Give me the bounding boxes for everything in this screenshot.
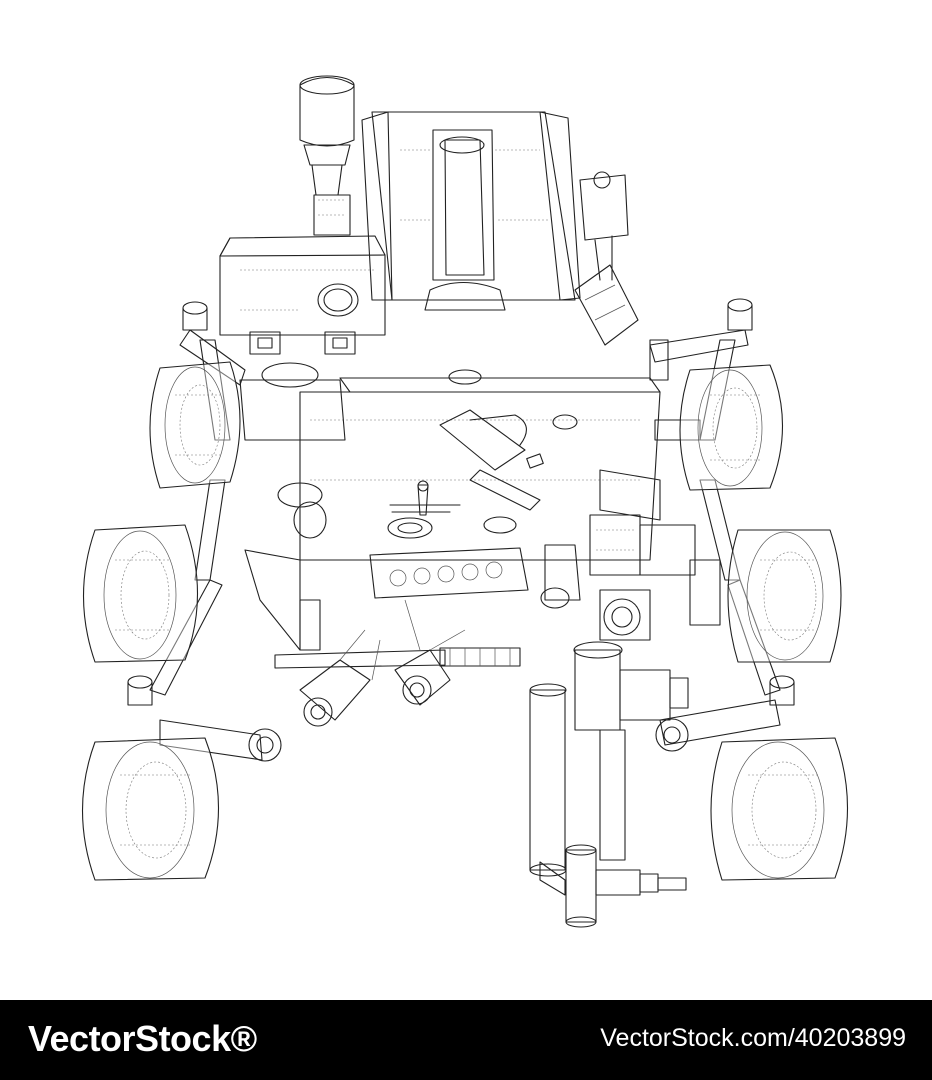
chassis-deck	[299, 369, 661, 561]
right-suspension	[649, 298, 795, 752]
wheel-front-left	[149, 361, 241, 489]
wheel-middle-right	[727, 529, 842, 663]
front-electronics-box	[219, 235, 386, 355]
left-suspension	[127, 301, 346, 762]
wheel-rear-right	[710, 737, 848, 881]
sample-tools	[274, 599, 521, 727]
wheel-middle-left	[82, 524, 199, 663]
watermark-footer: VectorStock® VectorStock.com/40203899	[0, 1000, 932, 1080]
brand-logo: VectorStock®	[28, 1018, 257, 1059]
wheel-rear-left	[81, 737, 219, 881]
instrument-strip	[369, 547, 529, 599]
robotic-arm-turret	[540, 469, 721, 641]
rover-wireframe-illustration	[81, 75, 848, 928]
stock-id-text: VectorStock.com/40203899	[600, 1024, 906, 1052]
wheel-front-right	[679, 364, 784, 491]
mast-camera	[299, 75, 355, 236]
robotic-arm	[529, 641, 689, 928]
rtg-housing	[361, 111, 581, 311]
right-sensor-mast	[574, 171, 639, 346]
